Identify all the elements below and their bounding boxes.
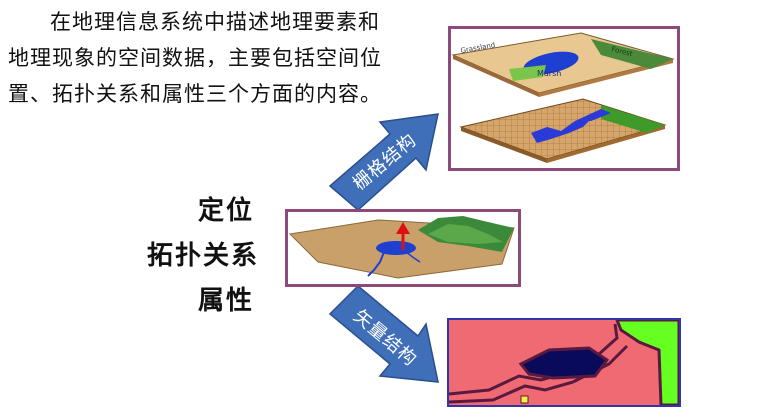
- attribute-position: 定位: [198, 196, 255, 226]
- svg-text:Marsh: Marsh: [537, 69, 561, 78]
- vector-arrow: 矢量结构: [318, 282, 448, 392]
- raster-illustration: Marsh Grassland Forest: [451, 32, 675, 163]
- attribute-topology: 拓扑关系: [147, 241, 260, 271]
- terrain-illustration: [288, 216, 515, 279]
- intro-paragraph: 在地理信息系统中描述地理要素和地理现象的空间数据，主要包括空间位置、拓扑关系和属…: [8, 10, 382, 106]
- attribute-property: 属性: [198, 286, 255, 316]
- terrain-image-frame: [285, 209, 521, 287]
- vector-image-frame: [447, 318, 681, 407]
- vector-arrow-shape: [328, 284, 439, 383]
- vector-illustration: [449, 320, 679, 405]
- point-feature: [520, 395, 529, 404]
- location-marker-head: [396, 222, 410, 234]
- raster-arrow-shape: [328, 113, 439, 211]
- raster-arrow: 栅格结构: [318, 108, 448, 213]
- raster-image-frame: Marsh Grassland Forest: [448, 26, 680, 171]
